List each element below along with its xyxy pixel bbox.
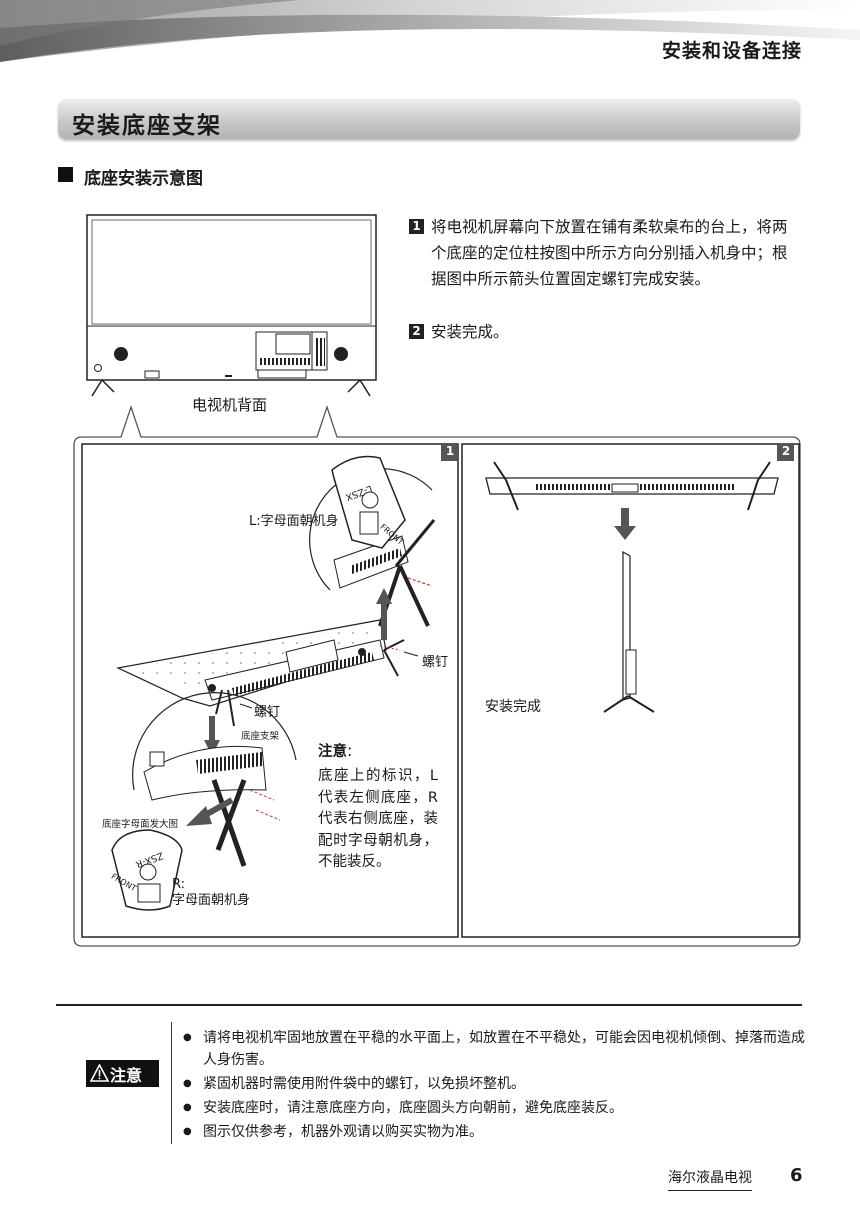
- warning-item: 紧固机器时需使用附件袋中的螺钉，以免损坏整机。: [183, 1073, 808, 1095]
- page-header-title: 安装和设备连接: [661, 40, 802, 62]
- step-1-number: 1: [409, 219, 424, 234]
- panel-1-badge: [441, 444, 458, 461]
- note-block: 注意: 底座上的标识，L代表左侧底座，R代表右侧底座，装配时字母朝机身，不能装反…: [318, 740, 438, 874]
- note-heading: 注意:: [318, 740, 438, 761]
- warning-item: 安装底座时，请注意底座方向，底座圆头方向朝前，避免底座装反。: [183, 1097, 808, 1119]
- base-bracket-label: 底座支架: [241, 731, 280, 742]
- warning-item: 图示仅供参考，机器外观请以购买实物为准。: [183, 1121, 808, 1143]
- panel-2-number: 2: [781, 444, 791, 458]
- screw-label-right: 螺钉: [422, 655, 449, 670]
- step-2-number: 2: [409, 324, 424, 339]
- warning-badge: 注意: [86, 1060, 159, 1087]
- panel-1-number: 1: [445, 444, 455, 458]
- lower-zoom-detail: [132, 692, 297, 867]
- step-2: 2 安装完成。: [409, 319, 786, 345]
- tv-assembled-drawing: [485, 461, 779, 713]
- screw-label-left: 螺钉: [254, 705, 281, 720]
- note-title: 注意: [318, 744, 347, 760]
- step-1: 1 将电视机屏幕向下放置在铺有柔软桌布的台上，将两个底座的定位柱按图中所示方向分别…: [409, 214, 791, 292]
- upper-zoom-detail: [308, 455, 436, 640]
- right-base-label-line1: R:: [172, 877, 186, 892]
- warning-divider-line: [171, 1022, 172, 1144]
- page-number: 6: [790, 1165, 803, 1186]
- warning-label: 注意: [110, 1066, 143, 1085]
- step-1-text: 将电视机屏幕向下放置在铺有柔软桌布的台上，将两个底座的定位柱按图中所示方向分别插…: [431, 218, 788, 288]
- installation-diagram: [73, 214, 801, 947]
- square-bullet-icon: [58, 167, 73, 182]
- header-swoosh-decoration: [0, 0, 860, 62]
- step-2-text: 安装完成。: [431, 323, 509, 341]
- left-base-label: L:字母面朝机身: [249, 514, 339, 529]
- section-title-bar: [58, 99, 800, 139]
- footer-brand: 海尔液晶电视: [668, 1167, 752, 1191]
- right-base-label-line2: 字母面朝机身: [172, 893, 251, 908]
- section-title: 安装底座支架: [72, 113, 222, 139]
- tv-back-view: [86, 214, 377, 397]
- section-divider: [56, 1004, 802, 1006]
- base-closeup: [111, 829, 183, 911]
- warning-list: 请将电视机牢固地放置在平稳的水平面上，如放置在不平稳处，可能会因电视机倾倒、掉落…: [183, 1027, 808, 1145]
- warning-triangle-icon: [90, 1064, 109, 1082]
- tv-back-label: 电视机背面: [192, 396, 268, 414]
- panel-2-badge: [777, 444, 794, 461]
- subsection-heading: 底座安装示意图: [84, 169, 203, 189]
- right-base-on-tv: [379, 639, 419, 677]
- right-base-label: R: 字母面朝机身: [172, 877, 250, 909]
- callout-frame: [73, 404, 801, 947]
- note-colon: :: [347, 741, 353, 760]
- note-body: 底座上的标识，L代表左侧底座，R代表右侧底座，装配时字母朝机身，不能装反。: [318, 768, 438, 870]
- tv-face-down-drawing: [116, 619, 387, 707]
- install-complete-label: 安装完成: [485, 699, 541, 715]
- zoom-label: 底座字母面发大图: [102, 819, 179, 830]
- warning-item: 请将电视机牢固地放置在平稳的水平面上，如放置在不平稳处，可能会因电视机倾倒、掉落…: [183, 1027, 808, 1071]
